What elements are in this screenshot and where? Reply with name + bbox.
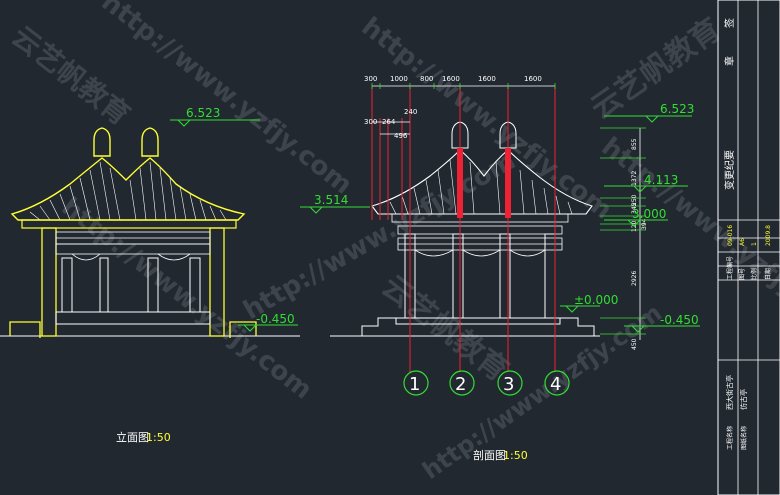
watermark-cn: 云艺帆教育 [375, 269, 515, 389]
axis-bubble-2 [449, 370, 475, 396]
section-axis-bubbles: 1 2 3 4 [403, 370, 570, 396]
elevation-brackets [71, 253, 191, 261]
section-drawing: 300 1000 800 1600 1600 1600 240 300 264 … [300, 75, 700, 462]
title-block-label-sheet: 图号 [739, 268, 746, 280]
axis-label-2: 2 [455, 374, 466, 395]
section-level-3514: 3.514 [314, 193, 348, 207]
section-dim-496: 496 [394, 132, 408, 140]
title-block-frame [717, 0, 780, 495]
elevation-finials [93, 127, 159, 157]
section-dim-450: 450 [631, 338, 638, 350]
section-dim-345: 345 [631, 202, 638, 214]
section-caption-scale: 1:50 [503, 449, 528, 462]
section-dim-top: 300 1000 800 1600 1600 1600 [364, 75, 556, 89]
title-block-changes: 变更纪要 [723, 150, 736, 190]
axis-label-3: 3 [503, 374, 514, 395]
elevation-roof-tiles [29, 161, 227, 221]
section-caption-title: 剖面图 [473, 448, 506, 462]
axis-bubble-1 [403, 370, 429, 396]
title-block-drawing-name: 仿古亭 [739, 389, 748, 410]
section-level-0000: ±0.000 [574, 293, 618, 307]
section-dim-1372: 1372 [631, 171, 638, 186]
watermark-cn: 云艺帆教育 [585, 12, 728, 127]
watermark-layer: 云艺帆教育 http://www.yzfjy.com http://www.yz… [6, 0, 780, 485]
section-level-4113: 4.113 [644, 173, 678, 187]
section-dim-250: 250 [631, 194, 638, 206]
section-dim-second: 240 300 264 496 [364, 108, 417, 140]
section-level-6523: 6.523 [660, 102, 694, 116]
title-block: 签 章 变更纪要 工程编号 图号 比例 日期 09-016 A6 1 2009.… [717, 0, 780, 495]
title-block-drawing-label: 图纸名称 [740, 426, 748, 450]
title-block-value-number: 09-016 [727, 225, 734, 246]
section-dim-855: 855 [631, 138, 638, 150]
elevation-caption-title: 立面图 [116, 430, 149, 444]
axis-bubble-3 [497, 370, 523, 396]
elevation-level-top: 6.523 [170, 106, 260, 127]
title-block-value-date: 2009.8 [765, 225, 772, 246]
elevation-lattice-band [55, 231, 211, 255]
section-steps [361, 317, 595, 336]
elevation-level-bottom-value: -0.450 [256, 312, 295, 326]
section-level-m0450: -0.450 [660, 313, 699, 327]
axis-label-4: 4 [550, 374, 561, 395]
section-level-3000: 3.000 [632, 207, 666, 221]
axis-bubble-4 [544, 370, 570, 396]
section-dim-top-800: 800 [420, 75, 433, 83]
section-dim-top-300: 300 [364, 75, 377, 83]
elevation-level-bottom: -0.450 [238, 312, 298, 332]
elevation-level-top-value: 6.523 [186, 106, 220, 120]
section-dim-394: 394 [641, 218, 648, 230]
section-level-markers [300, 115, 700, 333]
elevation-caption-scale: 1:50 [146, 431, 171, 444]
section-dim-top-1600b: 1600 [478, 75, 496, 83]
elevation-roof-outline [10, 157, 246, 221]
section-dim-264: 264 [382, 118, 396, 126]
section-roof [371, 149, 593, 215]
section-dim-2926: 2926 [631, 271, 638, 286]
section-beams [391, 213, 569, 251]
title-block-value-sheet: A6 [739, 238, 746, 246]
elevation-pedestal-left [41, 227, 57, 337]
section-dim-300b: 300 [364, 118, 377, 126]
section-roof-tiles [389, 159, 573, 215]
title-block-project-name: 西大街古亭 [725, 375, 734, 410]
elevation-columns [61, 257, 201, 313]
watermark-cn: 云艺帆教育 [6, 20, 137, 132]
section-dim-top-1600a: 1600 [442, 75, 460, 83]
elevation-drawing: 6.523 -0.450 立面图 1:50 [0, 106, 300, 444]
section-brackets [414, 249, 546, 257]
title-block-label-scale: 比例 [750, 268, 758, 280]
axis-label-1: 1 [409, 374, 420, 395]
elevation-eave-band [21, 219, 237, 229]
title-block-label-date: 日期 [764, 268, 772, 280]
section-dim-top-1000: 1000 [390, 75, 408, 83]
elevation-platform-outline [9, 321, 257, 338]
title-block-approve: 签 [723, 18, 736, 28]
title-block-chop: 章 [723, 56, 736, 66]
elevation-plinth [55, 311, 211, 325]
section-dim-top-1600c: 1600 [524, 75, 542, 83]
section-dim-240: 240 [404, 108, 417, 116]
title-block-value-scale: 1 [751, 242, 758, 246]
section-floor-slab [395, 317, 561, 325]
title-block-label-number: 工程编号 [726, 256, 734, 280]
title-block-project-label: 工程名称 [726, 426, 734, 450]
